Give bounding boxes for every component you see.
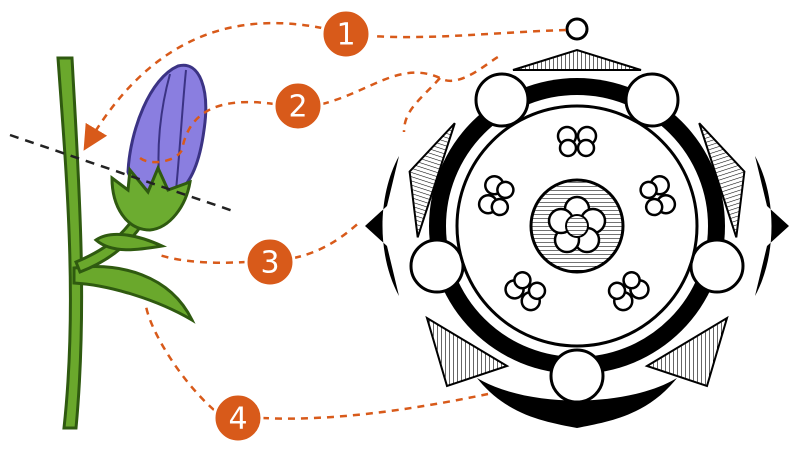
anther [477,175,515,217]
leader-line-1 [371,28,567,39]
axis-marker [565,17,589,41]
sepal [644,315,729,388]
stem [56,56,84,430]
callout-1: 1 [320,8,372,60]
corolla-lobe [474,72,530,128]
callout-3: 3 [244,236,296,288]
leader-lines [83,21,567,420]
leader-line-3 [293,221,361,260]
leader-line-2b [402,77,441,133]
leader-line-1-to-stem [83,21,323,151]
leader-line-4 [261,392,489,420]
callout-badge-4 [212,392,264,444]
corolla-lobes [409,72,745,404]
plant-illustration [56,56,208,430]
callout-label-4: 4 [228,402,247,437]
bract [93,232,168,252]
callout-badge-1 [320,8,372,60]
anther [639,175,677,217]
sepal [512,48,642,71]
corolla-lobe-line [175,69,187,191]
corolla-lobe [409,238,465,294]
calyx [110,164,192,232]
leader-line-3-to-bract [155,252,247,264]
gynoecium [529,178,625,274]
section-line [9,133,237,214]
callout-badge-3 [244,236,296,288]
callout-2: 2 [272,80,324,132]
callout-4: 4 [212,392,264,444]
sepal [425,315,510,388]
ovary-center [565,214,589,238]
callout-badge-2 [272,80,324,132]
callout-label-1: 1 [336,18,355,53]
anther [504,270,547,312]
leader-line-2 [321,54,501,106]
anther [556,125,598,158]
floral-diagram [365,17,789,428]
leader-line-2-to-bud [139,100,275,164]
sepal [408,122,456,238]
callout-label-3: 3 [260,246,279,281]
corolla-lobe [689,238,745,294]
bracteole-left [365,156,399,296]
stamens [477,125,677,312]
callout-label-2: 2 [288,90,307,125]
anther [607,270,650,312]
corolla-lobe [624,72,680,128]
bracteole-right [755,156,789,296]
leader-line-4-to-leaf [144,305,215,411]
subtending-leaf [72,265,196,324]
corolla-lobe [549,348,605,404]
